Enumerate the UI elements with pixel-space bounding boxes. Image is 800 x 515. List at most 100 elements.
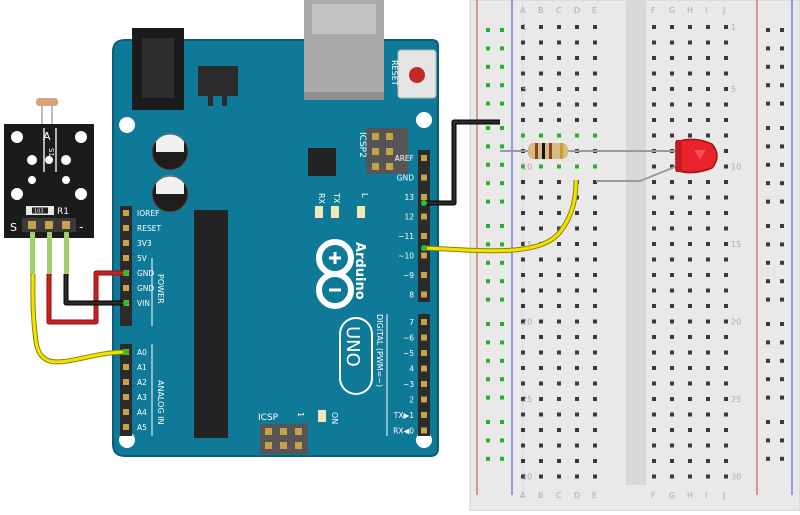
breadboard-hole	[575, 397, 579, 401]
rail-hole	[780, 297, 784, 302]
digital-pin-label: RX◀0	[393, 427, 414, 436]
breadboard-hole	[652, 211, 656, 215]
breadboard-hole	[521, 71, 525, 76]
breadboard-hole	[724, 180, 728, 184]
rail-hole	[780, 224, 784, 228]
header-pin[interactable]	[421, 350, 427, 356]
column-label: F	[651, 6, 656, 15]
header-pin[interactable]	[123, 240, 129, 246]
breadboard-hole	[652, 180, 656, 184]
l-led	[357, 206, 365, 218]
rail-hole	[780, 199, 784, 204]
breadboard-hole	[539, 56, 543, 60]
breadboard-hole	[593, 226, 597, 231]
breadboard-hole	[575, 273, 579, 277]
header-pin[interactable]	[421, 155, 427, 161]
rail-hole	[766, 242, 770, 247]
row-number: 5	[522, 85, 527, 94]
header-pin[interactable]	[421, 365, 427, 372]
breadboard-hole	[557, 335, 561, 339]
breadboard-hole	[539, 350, 543, 355]
row-number: 25	[731, 395, 741, 404]
header-pin[interactable]	[421, 334, 427, 341]
reset-button-cap[interactable]	[409, 67, 425, 83]
row-number: 20	[731, 318, 741, 327]
breadboard-hole	[575, 102, 579, 107]
header-pin[interactable]	[123, 409, 129, 415]
on-led	[318, 410, 326, 422]
header-pin[interactable]	[123, 255, 129, 261]
breadboard-hole	[557, 474, 561, 479]
header-pin[interactable]	[421, 213, 427, 220]
breadboard-hole	[724, 459, 728, 463]
rail-hole	[500, 83, 504, 88]
header-pin[interactable]	[421, 174, 427, 181]
breadboard-hole	[521, 412, 525, 417]
breadboard-hole	[539, 397, 543, 401]
rail-hole	[780, 456, 784, 461]
header-pin[interactable]	[421, 272, 427, 278]
rail-hole	[500, 64, 504, 69]
header-pin[interactable]	[123, 394, 129, 400]
breadboard-hole	[706, 242, 710, 246]
breadboard-hole	[670, 319, 674, 324]
rail-hole	[500, 46, 504, 51]
breadboard-hole	[670, 164, 674, 169]
breadboard-hole	[652, 102, 656, 107]
breadboard-hole	[575, 71, 579, 76]
rail-hole	[500, 279, 504, 284]
header-pin[interactable]	[123, 210, 129, 216]
digital-pin-label: AREF	[395, 154, 414, 163]
header-pin[interactable]	[123, 424, 129, 430]
breadboard-hole	[706, 102, 710, 107]
digital-pin-label: ~3	[403, 380, 414, 389]
header-pin[interactable]	[421, 396, 427, 403]
header-pin[interactable]	[421, 319, 427, 325]
breadboard-hole	[521, 211, 525, 215]
rail-hole	[486, 456, 490, 461]
rail-hole	[766, 322, 770, 326]
breadboard-hole	[521, 443, 525, 448]
header-pin[interactable]	[123, 379, 129, 385]
column-label: G	[669, 491, 675, 500]
rail-hole	[780, 242, 784, 247]
rail-hole	[500, 144, 504, 149]
rail-hole	[780, 83, 784, 88]
header-pin[interactable]	[421, 291, 427, 298]
tx-label: TX	[332, 192, 341, 204]
column-label: J	[722, 491, 725, 500]
header-pin[interactable]	[123, 225, 129, 231]
breadboard-hole	[652, 195, 656, 200]
breadboard-hole	[706, 397, 710, 401]
breadboard-hole	[521, 381, 525, 386]
header-pin[interactable]	[123, 364, 129, 370]
row-number: 1	[522, 23, 527, 32]
breadboard-hole	[688, 474, 692, 479]
power-pin-label: 3V3	[137, 239, 152, 248]
column-label: E	[592, 6, 597, 15]
breadboard-hole	[521, 195, 525, 200]
header-pin[interactable]	[421, 233, 427, 239]
column-label: F	[651, 491, 656, 500]
tx-led	[331, 206, 339, 218]
breadboard-hole	[688, 335, 692, 339]
header-pin[interactable]	[421, 194, 427, 200]
breadboard-hole	[670, 56, 674, 60]
arduino-uno-board: RESET ICSP2 RX TX L ON	[112, 0, 439, 457]
breadboard-hole	[539, 40, 543, 45]
breadboard-hole	[688, 180, 692, 184]
header-pin[interactable]	[421, 381, 427, 387]
breadboard-hole	[724, 87, 728, 91]
rail-hole	[500, 377, 504, 382]
header-pin[interactable]	[421, 427, 427, 434]
analog-header	[120, 344, 132, 436]
header-pin[interactable]	[123, 285, 129, 291]
on-label: ON	[330, 412, 339, 424]
breadboard-hole	[652, 412, 656, 417]
rail-hole	[486, 28, 490, 32]
header-pin[interactable]	[421, 412, 427, 418]
rail-hole	[766, 126, 770, 130]
header-pin[interactable]	[421, 252, 427, 259]
breadboard-hole	[724, 412, 728, 417]
